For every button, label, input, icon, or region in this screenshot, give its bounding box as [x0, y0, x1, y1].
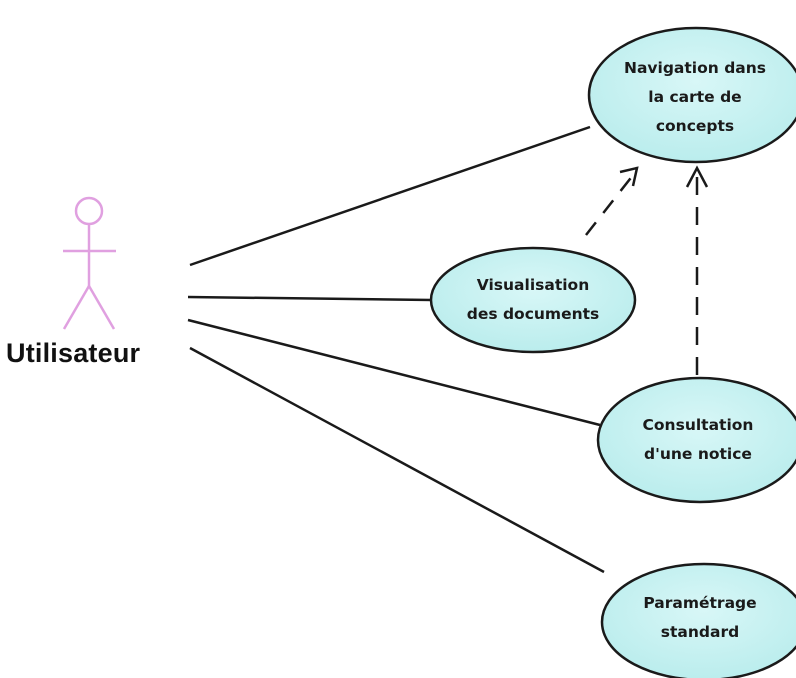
use-case-consultation-label: Consultation d'une notice [642, 416, 754, 463]
use-case-visualisation[interactable] [429, 246, 637, 354]
dependency-arrowhead-icon [685, 165, 709, 188]
association-consultation [187, 318, 601, 427]
dependency-visualisation-navigation [585, 169, 638, 236]
use-case-visualisation-label: Visualisation des documents [466, 276, 600, 323]
association-parametrage [189, 346, 605, 574]
use-case-parametrage-label: Paramétrage standard [643, 594, 757, 641]
association-visualisation [187, 295, 433, 302]
use-case-navigation[interactable] [587, 26, 796, 164]
use-case-parametrage[interactable] [600, 562, 796, 678]
use-case-navigation-label: Navigation dans la carte de concepts [623, 58, 767, 135]
association-navigation [189, 125, 591, 267]
actor-stick-figure-icon [62, 196, 116, 330]
actor-label: Utilisateur [6, 338, 141, 368]
dependency-arrowhead-icon [619, 166, 639, 187]
use-case-consultation[interactable] [596, 376, 796, 504]
